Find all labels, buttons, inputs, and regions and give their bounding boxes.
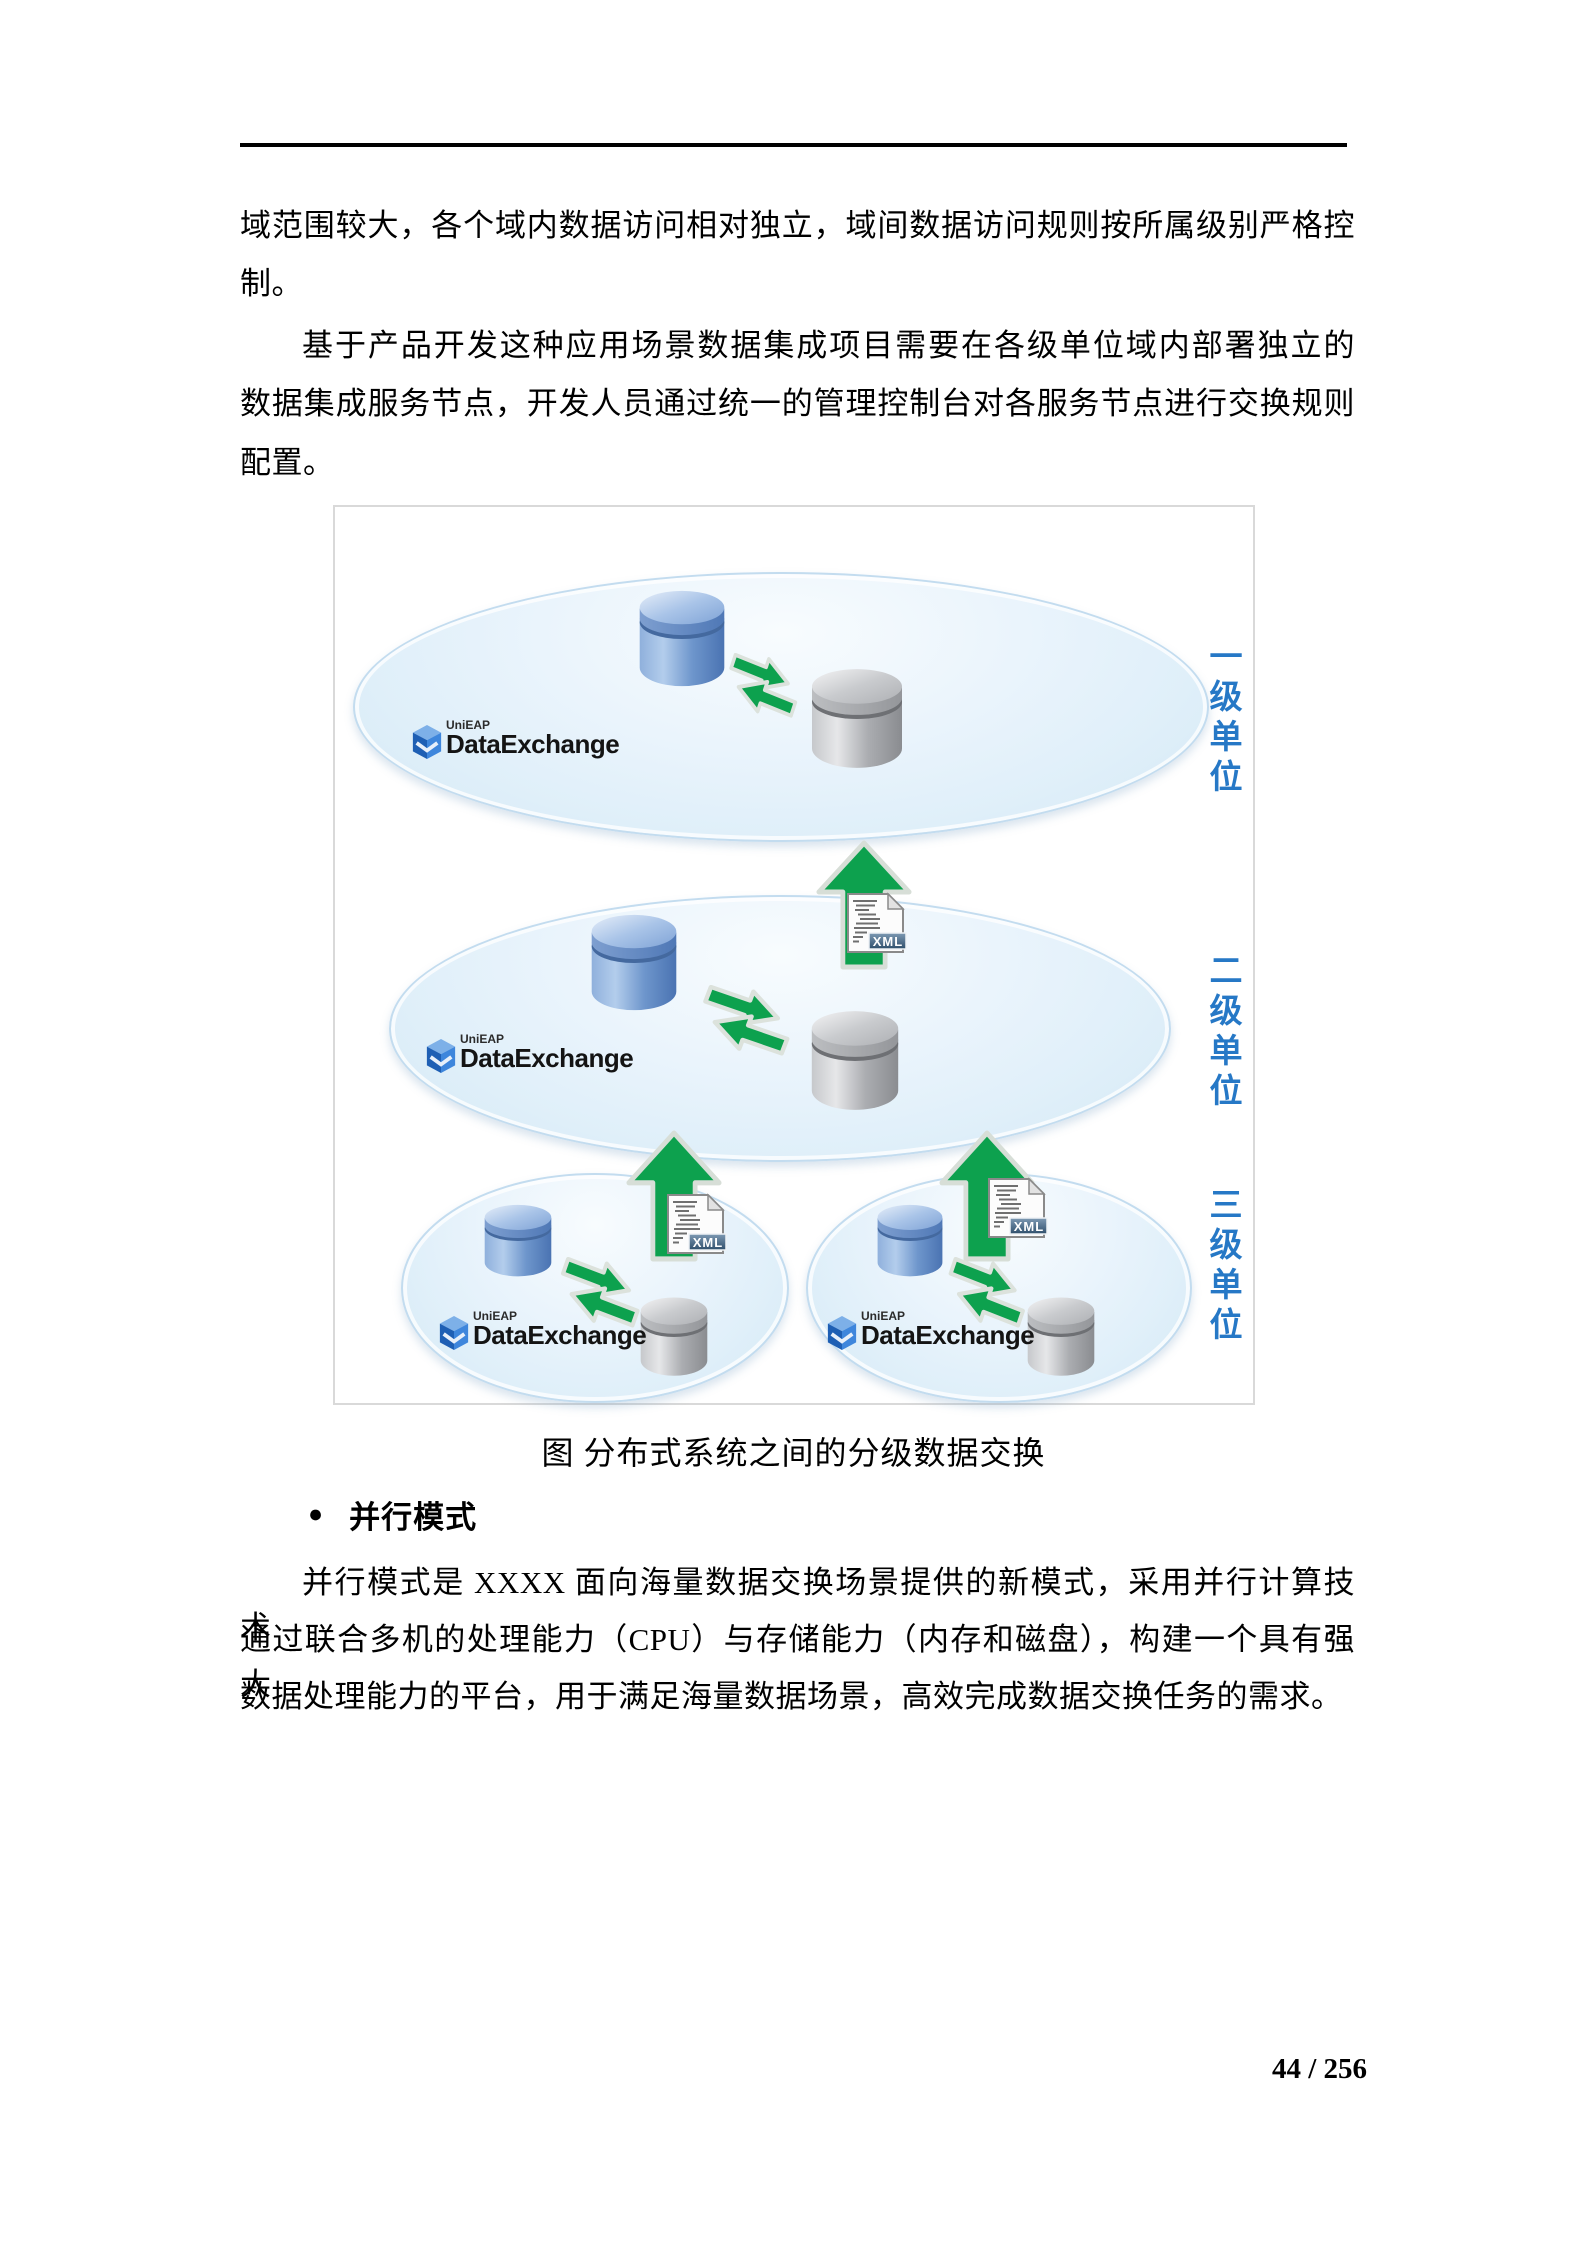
unieap-cube-icon xyxy=(439,1316,469,1350)
paragraph1-line1: 域范围较大，各个域内数据访问相对独立，域间数据访问规则按所属级别严格控 xyxy=(240,208,1355,243)
unieap-cube-icon xyxy=(412,725,442,759)
xml-file-icon: XML xyxy=(846,892,908,954)
logo-brand-small: UniEAP xyxy=(473,1309,518,1323)
logo-brand-large: DataExchange xyxy=(861,1320,1035,1350)
unieap-cube-icon xyxy=(426,1039,456,1073)
logo-brand-small: UniEAP xyxy=(460,1032,505,1046)
bidirectional-exchange-arrows-icon xyxy=(690,985,802,1057)
logo-brand-large: DataExchange xyxy=(473,1320,647,1350)
source-database-icon xyxy=(874,1199,946,1283)
hierarchical-exchange-diagram: 一级单位 二级单位 三级单位 xyxy=(333,505,1255,1405)
paragraph3-line2: 通过联合多机的处理能力（CPU）与存储能力（内存和磁盘），构建一个具有强大 xyxy=(240,1622,1355,1702)
bidirectional-exchange-arrows-icon xyxy=(937,1257,1036,1329)
bullet-icon: ● xyxy=(308,1501,324,1528)
level2-label: 二级单位 xyxy=(1205,953,1242,1113)
source-database-icon xyxy=(481,1199,555,1283)
xml-banner-label: XML xyxy=(1013,1219,1045,1234)
logo-brand-small: UniEAP xyxy=(446,718,491,732)
paragraph3-line3: 数据处理能力的平台，用于满足海量数据场景，高效完成数据交换任务的需求。 xyxy=(240,1679,1343,1714)
logo-brand-small: UniEAP xyxy=(861,1309,906,1323)
level3-left-domain-ellipse xyxy=(401,1173,789,1403)
xml-file-icon: XML xyxy=(987,1177,1049,1239)
header-rule xyxy=(240,143,1347,147)
page-number: 44 / 256 xyxy=(1272,2053,1368,2085)
section-heading: ● 并行模式 xyxy=(308,1492,477,1537)
unieap-cube-icon xyxy=(827,1316,857,1350)
source-database-icon xyxy=(587,907,681,1019)
xml-banner-label: XML xyxy=(872,934,904,949)
target-database-icon xyxy=(1024,1291,1098,1383)
paragraph1-line2: 制。 xyxy=(240,266,303,301)
logo-brand-large: DataExchange xyxy=(446,729,620,759)
paragraph3-line1: 并行模式是 XXXX 面向海量数据交换场景提供的新模式，采用并行计算技术， xyxy=(240,1565,1355,1645)
target-database-icon xyxy=(637,1291,711,1383)
bidirectional-exchange-arrows-icon xyxy=(719,653,807,719)
dataexchange-logo: UniEAP DataExchange xyxy=(411,718,620,761)
target-database-icon xyxy=(807,1003,903,1119)
paragraph2-line1: 基于产品开发这种应用场景数据集成项目需要在各级单位域内部署独立的 xyxy=(302,328,1355,363)
level3-label: 三级单位 xyxy=(1205,1187,1242,1347)
level1-label: 一级单位 xyxy=(1205,639,1242,799)
level2-domain-ellipse xyxy=(389,895,1171,1162)
section-heading-text: 并行模式 xyxy=(349,1500,478,1535)
paragraph2-line2: 数据集成服务节点，开发人员通过统一的管理控制台对各服务节点进行交换规则 xyxy=(240,386,1355,421)
source-database-icon xyxy=(635,583,729,695)
bidirectional-exchange-arrows-icon xyxy=(549,1257,651,1329)
xml-banner-label: XML xyxy=(692,1235,724,1250)
logo-brand-large: DataExchange xyxy=(460,1043,634,1073)
paragraph2-line3: 配置。 xyxy=(240,445,335,480)
figure-caption: 图 分布式系统之间的分级数据交换 xyxy=(541,1435,1046,1471)
dataexchange-logo: UniEAP DataExchange xyxy=(438,1309,647,1352)
dataexchange-logo: UniEAP DataExchange xyxy=(826,1309,1035,1352)
xml-file-icon: XML xyxy=(666,1193,728,1255)
target-database-icon xyxy=(807,661,907,777)
dataexchange-logo: UniEAP DataExchange xyxy=(425,1032,634,1075)
